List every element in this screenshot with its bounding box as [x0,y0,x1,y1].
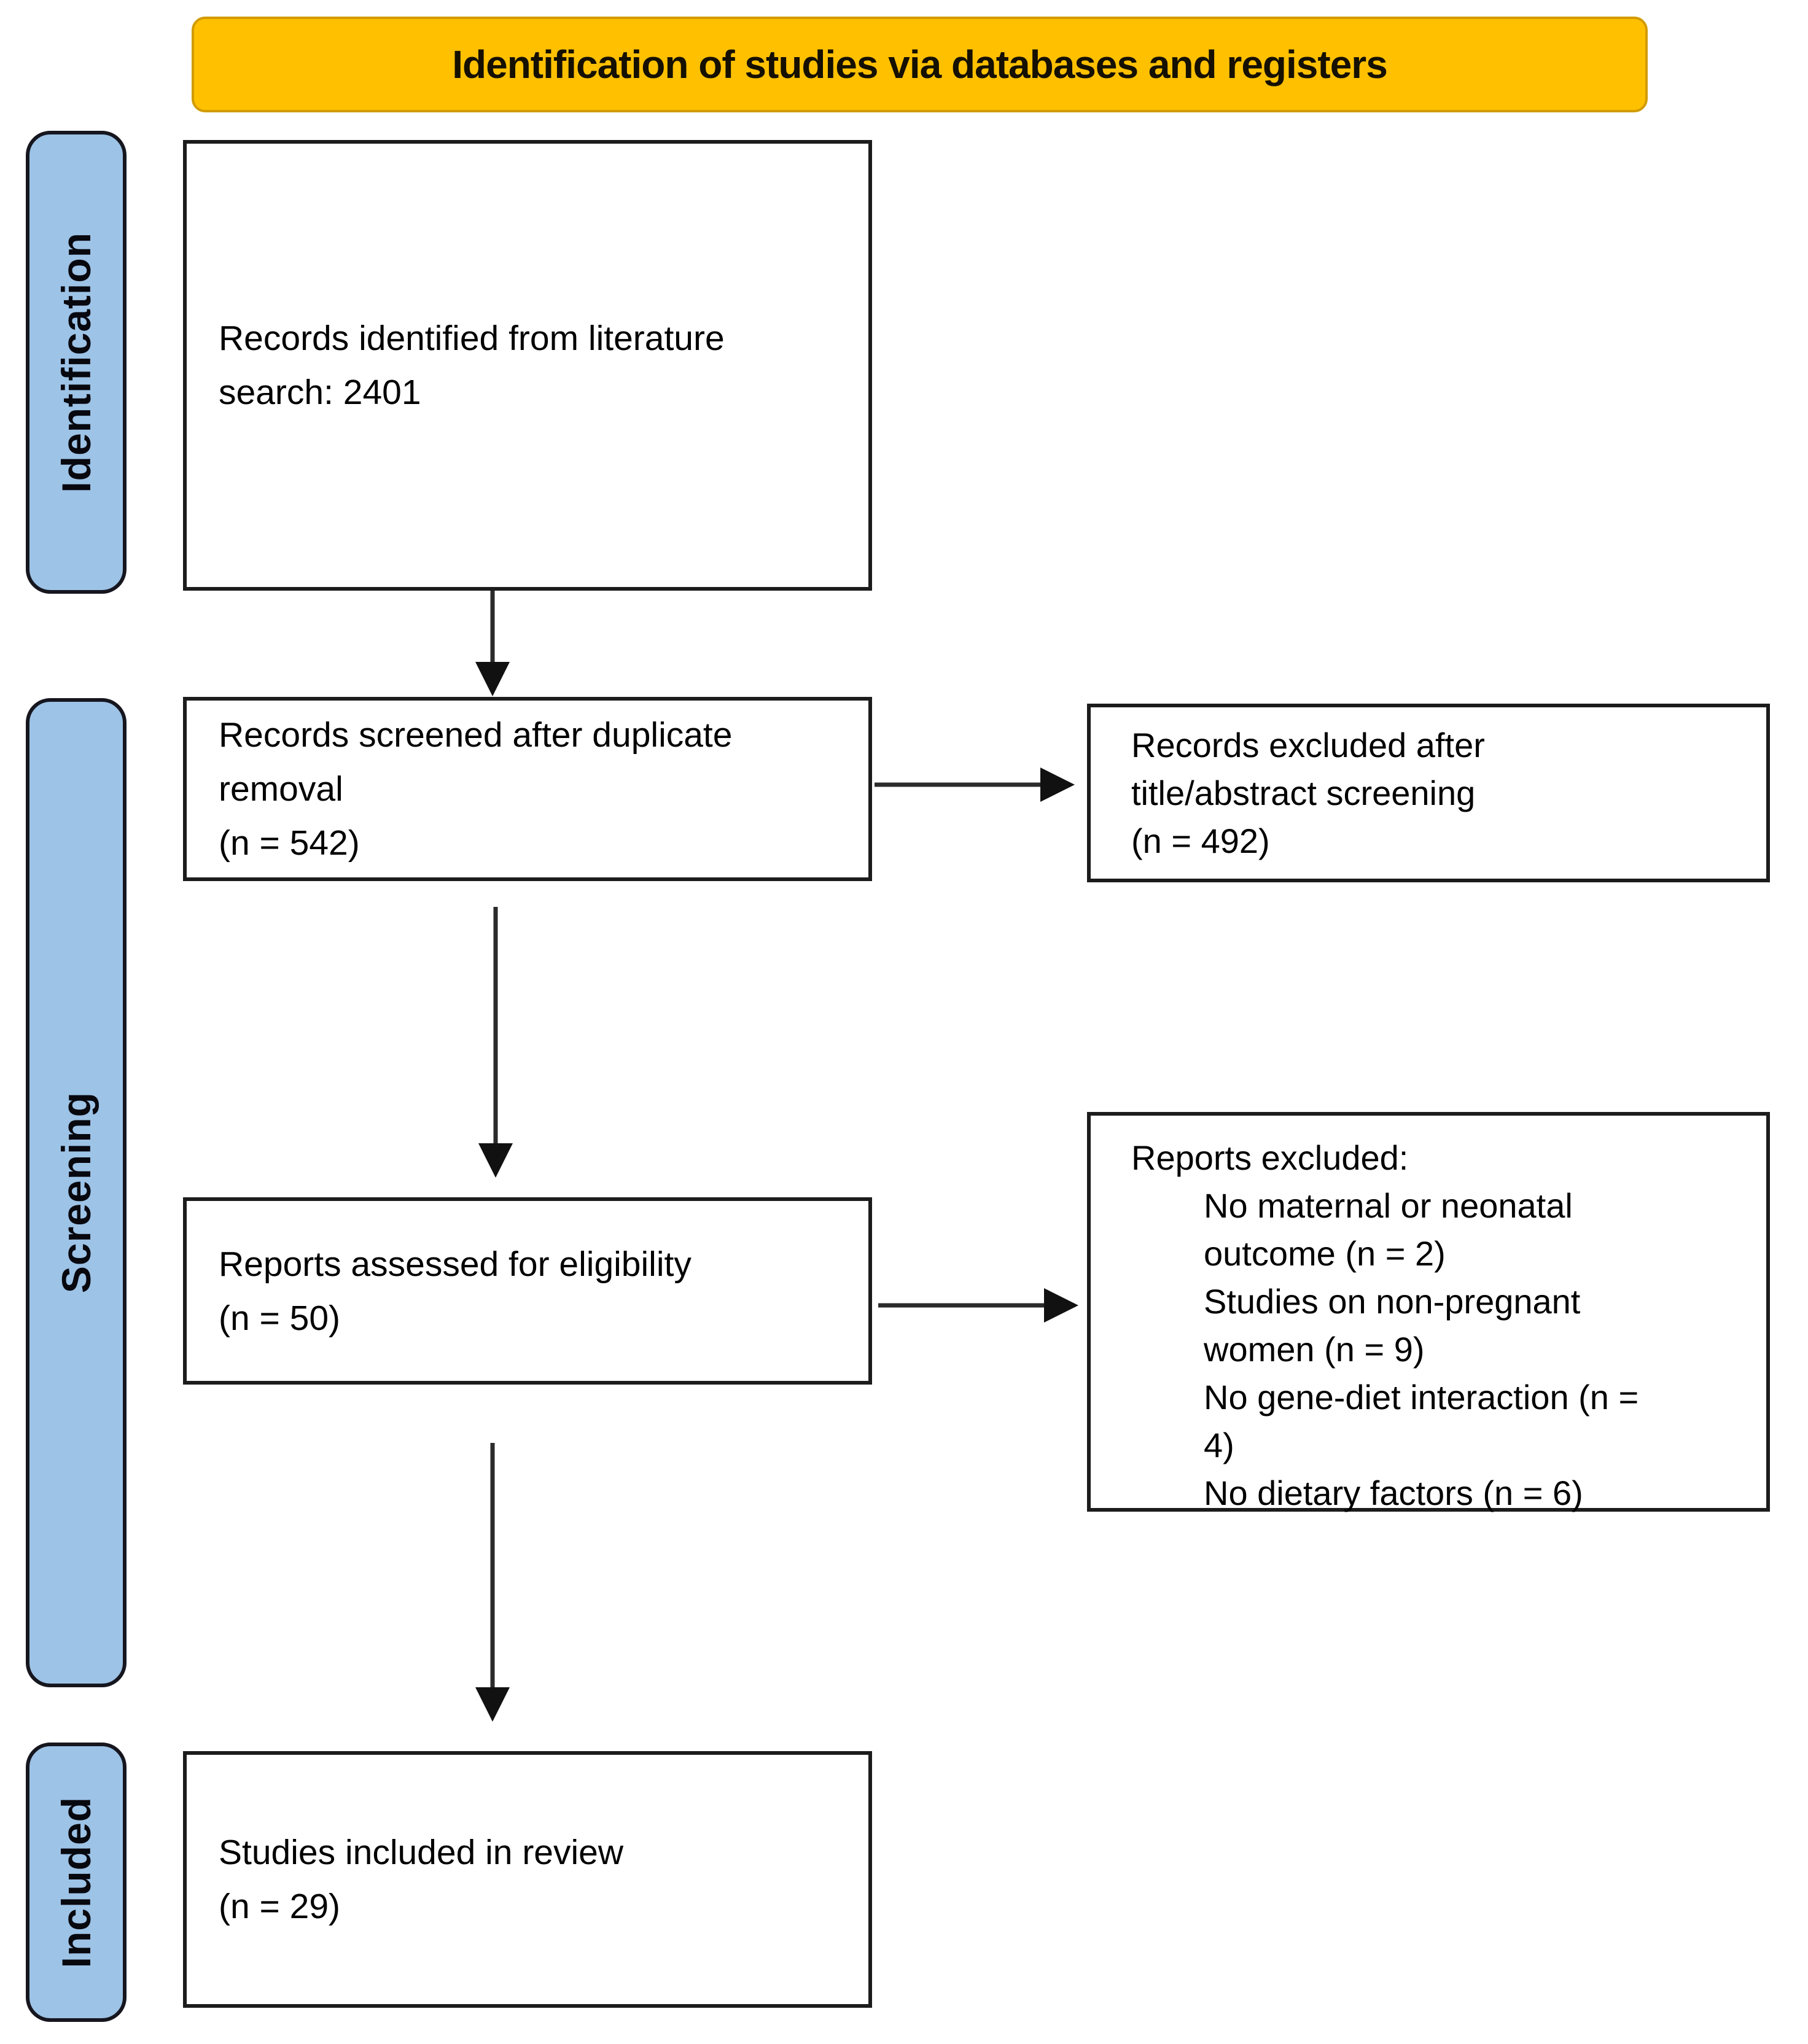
arrow-identified-to-screened [475,591,510,696]
arrow-right-head-icon [1044,1288,1078,1323]
stage-screening-label: Screening [53,1092,99,1294]
box-reports-excluded-content: Reports excluded: No maternal or neonata… [1091,1116,1651,1517]
stage-identification-label: Identification [53,231,99,493]
box-reports-assessed: Reports assessed for eligibility (n = 50… [183,1197,872,1385]
arrow-screened-to-assessed [478,907,513,1178]
box-records-excluded-screening-text: Records excluded after title/abstract sc… [1131,725,1485,860]
arrow-assessed-to-included [475,1443,510,1722]
reports-excluded-title: Reports excluded: [1131,1138,1409,1177]
box-reports-assessed-text: Reports assessed for eligibility (n = 50… [219,1244,692,1338]
box-studies-included: Studies included in review (n = 29) [183,1751,872,2008]
header-title: Identification of studies via databases … [452,42,1388,87]
reports-excluded-item-non-pregnant: Studies on non-pregnant women (n = 9) [1204,1282,1581,1369]
arrow-screened-to-excluded [875,767,1075,802]
header-banner: Identification of studies via databases … [192,17,1648,112]
box-records-screened-text: Records screened after duplicate removal… [219,715,733,863]
box-records-identified: Records identified from literature searc… [183,140,872,591]
box-records-excluded-screening: Records excluded after title/abstract sc… [1087,704,1770,882]
arrow-assessed-to-excluded [878,1288,1078,1323]
arrow-down-head-icon [478,1143,513,1178]
stage-included: Included [26,1743,127,2022]
reports-excluded-item-no-outcome: No maternal or neonatal outcome (n = 2) [1204,1186,1573,1273]
arrow-down-head-icon [475,1687,510,1722]
stage-screening: Screening [26,698,127,1687]
reports-excluded-item-no-gene-diet: No gene-diet interaction (n = 4) [1204,1378,1639,1464]
reports-excluded-item-no-dietary: No dietary factors (n = 6) [1204,1474,1583,1512]
stage-included-label: Included [53,1796,99,1968]
arrow-right-head-icon [1040,767,1075,802]
box-studies-included-text: Studies included in review (n = 29) [219,1833,624,1926]
box-records-identified-text: Records identified from literature searc… [219,319,725,412]
box-reports-excluded: Reports excluded: No maternal or neonata… [1087,1112,1770,1512]
box-records-screened: Records screened after duplicate removal… [183,697,872,881]
arrow-down-head-icon [475,662,510,696]
stage-identification: Identification [26,131,127,594]
